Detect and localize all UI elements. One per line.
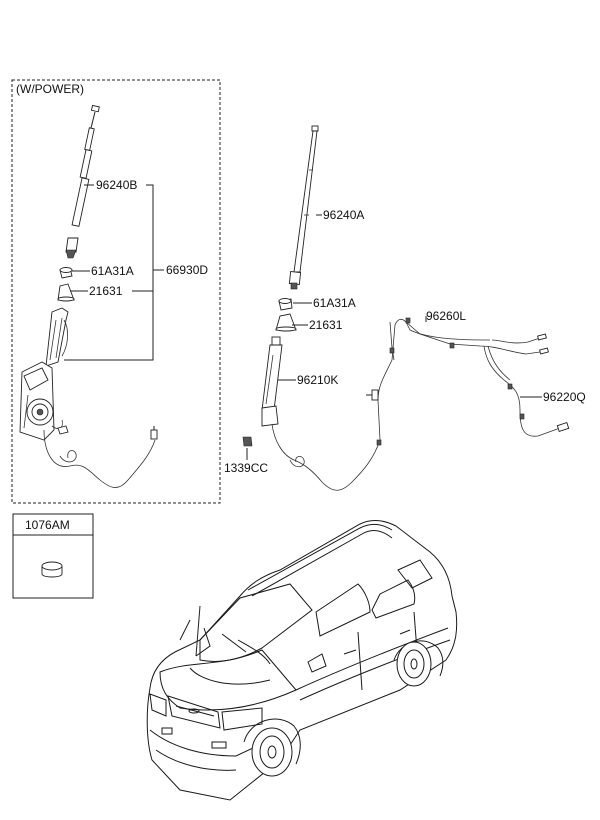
manual-nut (278, 298, 293, 311)
manual-antenna-group: 96240A 61A31A 21631 96210K 1339CC (224, 125, 381, 491)
cable-clip (371, 389, 379, 401)
label-power-assembly: 66930D (166, 263, 208, 277)
vehicle-illustration (146, 519, 458, 801)
label-main-cable: 96260L (426, 309, 466, 323)
main-cable-path (377, 318, 541, 441)
label-power-bezel: 21631 (89, 284, 123, 298)
power-mast (65, 104, 100, 259)
extension-cable-path (483, 345, 561, 437)
manual-bezel (275, 313, 297, 332)
power-group-frame (11, 79, 221, 504)
grommet-label: 1076AM (25, 518, 70, 532)
label-manual-mast: 96240A (323, 208, 364, 222)
power-nut (59, 267, 73, 279)
label-power-nut: 61A31A (91, 264, 134, 278)
manual-mast (288, 125, 319, 290)
label-manual-screw: 1339CC (224, 461, 268, 475)
grommet-group: 1076AM (12, 513, 94, 599)
label-manual-bezel: 21631 (309, 318, 343, 332)
label-extension-cable: 96220Q (543, 390, 586, 404)
manual-screw (242, 436, 253, 447)
power-cable (43, 429, 156, 488)
grommet-frame (12, 513, 94, 599)
manual-antenna-base (261, 336, 283, 427)
power-cable-connector (150, 429, 158, 440)
power-group-label: (W/POWER) (16, 82, 84, 96)
vehicle-antenna (195, 605, 201, 657)
label-manual-base: 96210K (297, 373, 338, 387)
label-manual-nut: 61A31A (313, 296, 356, 310)
power-bezel (57, 283, 75, 302)
grommet-cap (41, 561, 63, 578)
label-power-mast: 96240B (96, 178, 137, 192)
manual-cable (271, 423, 381, 491)
power-motor-unit (19, 307, 69, 441)
power-antenna-group: (W/POWER) (11, 79, 221, 504)
cable-group: 96260L 96220Q (366, 309, 586, 446)
